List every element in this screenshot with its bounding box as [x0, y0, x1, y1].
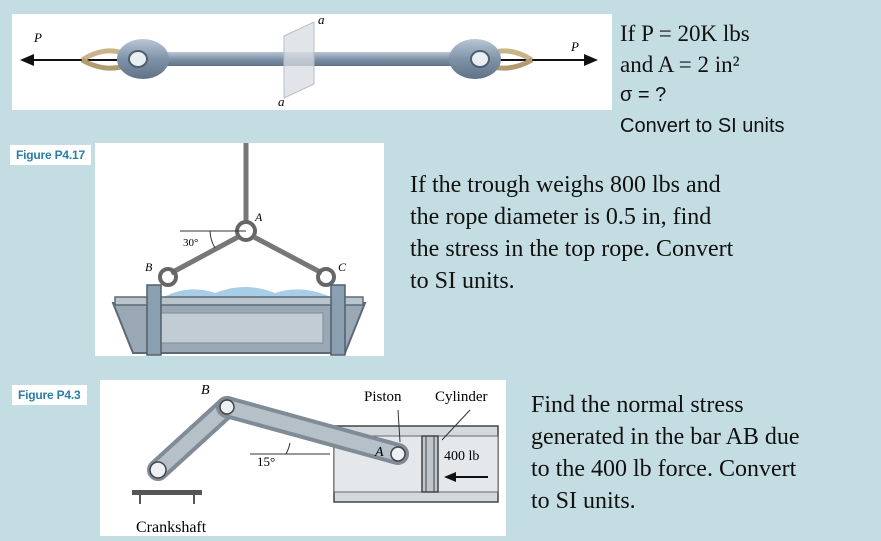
- strap-left: [146, 284, 162, 356]
- piston: [421, 435, 439, 493]
- label-b: B: [201, 383, 210, 398]
- problem-3-line: generated in the bar AB due: [531, 424, 800, 450]
- crankshaft-label: Crankshaft: [136, 519, 207, 536]
- tension-bar-drawing: P P a a: [20, 12, 598, 109]
- p-left-label: P: [33, 30, 42, 45]
- problem-1-line: Convert to SI units: [620, 115, 785, 137]
- crankshaft-support: [132, 490, 202, 495]
- rope-ab: [169, 234, 240, 276]
- problem-3-line: Find the normal stress: [531, 392, 744, 418]
- tension-bar-figure: P P a a: [12, 12, 612, 110]
- rope-ac: [252, 234, 324, 276]
- section-top-label: a: [318, 14, 325, 27]
- problem-1-line: and A = 2 in²: [620, 52, 740, 77]
- trough-figure: A B C 30°: [95, 143, 384, 356]
- problem-1-line: If P = 20K lbs: [620, 21, 750, 46]
- problem-3-text: Find the normal stress generated in the …: [531, 389, 861, 517]
- problem-2-line: the rope diameter is 0.5 in, find: [410, 204, 712, 230]
- problem-3-line: to the 400 lb force. Convert: [531, 456, 797, 482]
- problem-1-line: σ = ?: [620, 84, 667, 106]
- cylinder-label: Cylinder: [435, 389, 488, 405]
- ring-c: [316, 267, 336, 287]
- crank-figure: B A Piston Cylinder 400 lb 15° Crankshaf…: [100, 380, 506, 536]
- label-b: B: [145, 260, 153, 274]
- p-right-label: P: [570, 39, 579, 54]
- label-a: A: [374, 445, 384, 460]
- problem-2-line: to SI units.: [410, 268, 515, 294]
- problem-3-line: to SI units.: [531, 488, 636, 514]
- problem-2-text: If the trough weighs 800 lbs and the rop…: [410, 169, 810, 297]
- problem-2-line: the stress in the top rope. Convert: [410, 236, 734, 262]
- label-a: A: [254, 210, 263, 224]
- pin-b: [219, 399, 235, 415]
- trough-drawing: A B C 30°: [111, 143, 367, 356]
- ring-b: [158, 267, 178, 287]
- problem-2-line: If the trough weighs 800 lbs and: [410, 172, 721, 198]
- angle-30-label: 30°: [183, 237, 198, 249]
- label-c: C: [338, 260, 347, 274]
- pin-a: [390, 446, 406, 462]
- angle-15-label: 15°: [257, 454, 275, 469]
- crankshaft-pin: [149, 461, 167, 479]
- crank-drawing: B A Piston Cylinder 400 lb 15° Crankshaf…: [132, 383, 499, 536]
- problem-1-text: If P = 20K lbs and A = 2 in² σ = ? Conve…: [620, 18, 785, 142]
- force-label: 400 lb: [444, 449, 479, 464]
- figure-tag-p4-3: Figure P4.3: [12, 385, 87, 405]
- strap-right: [330, 284, 346, 356]
- section-bottom-label: a: [278, 94, 285, 109]
- section-plane-a-a: [283, 21, 315, 99]
- figure-tag-p4-17: Figure P4.17: [10, 145, 91, 165]
- piston-label: Piston: [364, 389, 402, 405]
